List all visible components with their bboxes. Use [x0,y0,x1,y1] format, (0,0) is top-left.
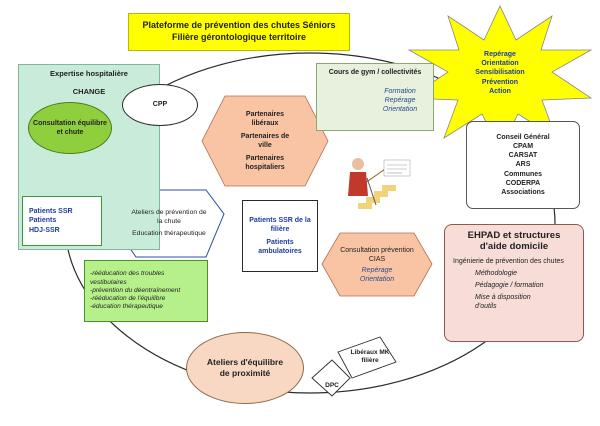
reeducation-item: -prévention du déentraînement [90,286,181,294]
liberaux-mk-text: Libéraux MK filière [348,344,392,370]
gym-item: Orientation [382,106,418,114]
institution-item: ARS [515,161,531,169]
ehpad-subtitle: Ingénierie de prévention des chutes [453,257,564,265]
institution-item: Associations [501,188,545,196]
patients-ssr-hdj-box: Patients SSR Patients HDJ-SSR [22,196,102,246]
consultation-cias-text: Consultation prévention CIAS Repérage Or… [334,238,420,292]
institution-item: Conseil Général [496,134,550,142]
gym-item: Formation [384,88,416,96]
institution-item: CARSAT [508,152,538,160]
gym-item: Repérage [384,97,416,105]
expertise-title: Expertise hospitalière [50,69,128,78]
cias-item: Repérage [361,267,393,274]
reeducation-item: -rééducation de l'équilibre [90,295,166,303]
cias-item: Orientation [359,276,395,284]
ehpad-box: EHPAD et structures d'aide domicile Ingé… [444,224,584,342]
cpp-label: CPP [152,101,168,109]
ehpad-item: Mise à disposition d'outils [475,294,531,311]
partenaires-line3: Partenaires hospitaliers [245,155,285,172]
ateliers-prevention-text: Ateliers de prévention de la chute Educa… [128,194,210,254]
title-line2: Filière gérontologique territoire [171,32,306,42]
star-item: Prévention [481,78,519,86]
title-line1: Plateforme de prévention des chutes Séni… [142,20,336,31]
institution-item: CPAM [512,143,534,151]
gym-items: Formation Repérage Orientation [383,87,417,114]
reeducation-item: -rééducation des troubles vestibulaires [90,270,165,286]
ateliers-equilibre-label: Ateliers d'équilibre de proximité [206,357,284,378]
gym-title: Cours de gym / collectivités [328,69,422,76]
patients-ssr-item: Patients [29,217,57,225]
ehpad-item: Méthodologie [475,269,518,277]
dpc-text: DPC [318,380,346,392]
star-item: Action [489,87,511,95]
institutions-box: Conseil Général CPAM CARSAT ARS Communes… [466,121,580,209]
consultation-equilibre-ellipse: Consultation équilibre et chute [28,102,112,154]
ateliers-prevention-line1: Ateliers de prévention de la chute [131,208,207,225]
partenaires-line2: Partenaires de ville [240,132,290,149]
dpc-label: DPC [325,381,339,389]
dpc-arrow [311,359,351,397]
ateliers-prevention-line2: Education thérapeutique [132,230,206,238]
reeducation-box: -rééducation des troubles vestibulaires … [84,260,208,322]
partenaires-line1: Partenaires libéraux [245,110,285,127]
star-item: Sensibilisation [475,69,525,77]
consultation-cias-hexagon [321,232,433,297]
ehpad-title: EHPAD et structures d'aide domicile [467,230,561,252]
patients-filiere-item: Patients ambulatoires [258,238,302,255]
institution-item: Communes [503,170,543,178]
patients-ssr-item: HDJ-SSR [29,226,60,234]
partenaires-text: Partenaires libéraux Partenaires de vill… [220,100,310,182]
reeducation-item: -éducation thérapeutique [90,303,163,311]
institution-item: CODERPA [505,179,541,187]
patients-filiere-item: Patients SSR de la filière [249,217,311,234]
patients-filiere-box: Patients SSR de la filière Patients ambu… [242,200,318,272]
elderly-person-on-stairs-illustration [348,158,411,209]
liberaux-mk-label: Libéraux MK filière [350,348,390,364]
ehpad-item: Pédagogie / formation [475,282,544,290]
cours-gym-box: Cours de gym / collectivités Formation R… [316,63,434,131]
ateliers-equilibre-ellipse: Ateliers d'équilibre de proximité [186,332,304,404]
star-text: Repérage Orientation Sensibilisation Pré… [464,44,536,102]
cias-title: Consultation prévention CIAS [340,246,414,263]
patients-ssr-item: Patients SSR [29,208,73,216]
star-item: Repérage [484,51,516,59]
cpp-ellipse: CPP [122,84,198,126]
star-item: Orientation [481,60,519,68]
ehpad-items: Méthodologie Pédagogie / formation Mise … [475,269,545,311]
partenaires-hexagon [201,95,329,187]
dpc-diamond [337,336,397,379]
title-banner: Plateforme de prévention des chutes Séni… [128,13,350,51]
consultation-equilibre-label: Consultation équilibre et chute [33,119,107,136]
expertise-subtitle: CHANGE [72,86,106,96]
